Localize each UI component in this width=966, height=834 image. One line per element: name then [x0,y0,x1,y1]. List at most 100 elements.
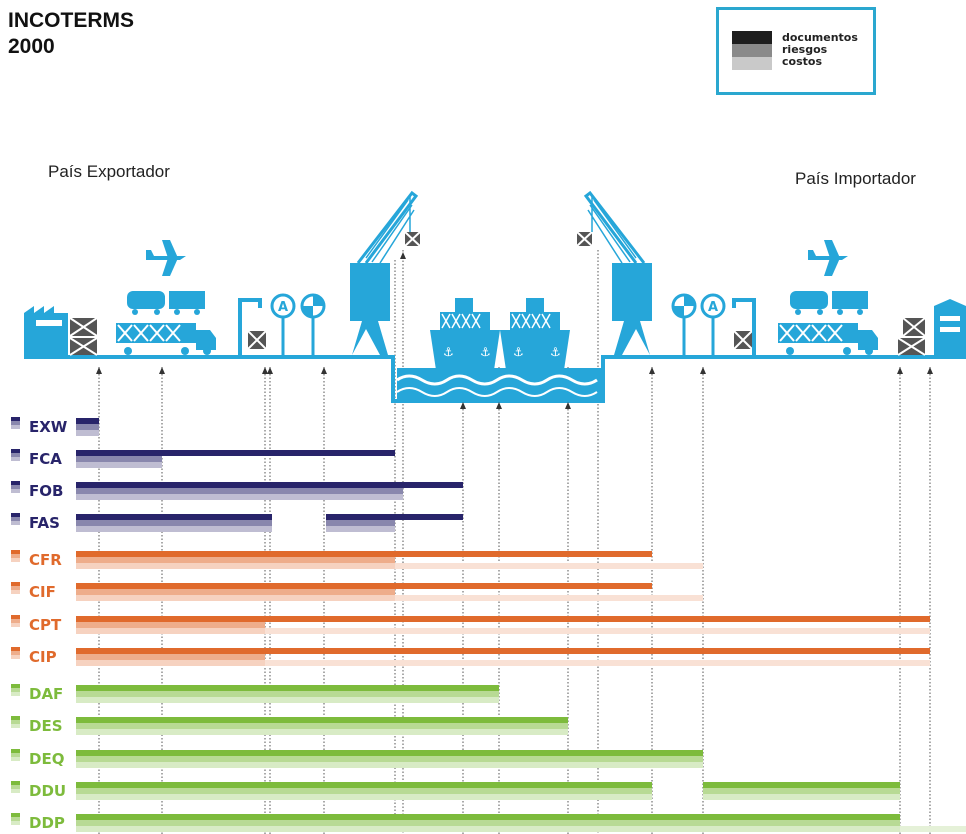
transfer-arrow [927,367,933,374]
exporter-country-label: País Exportador [48,162,170,181]
costs-bar [76,430,99,436]
term-marker-risks [11,554,20,558]
risks-bar [76,424,99,430]
costs-bar [395,563,703,569]
term-row-fca: FCA [11,449,395,468]
term-label: FOB [29,482,63,500]
documents-bar [76,685,499,691]
crane-exporter-icon [350,190,419,355]
transfer-arrow [96,367,102,374]
costs-bar [76,462,162,468]
risks-bar [76,622,265,628]
crane-importer-icon [583,190,652,355]
warehouse-right-icon [934,299,966,355]
cargo-crate [404,231,421,247]
costs-bar [76,826,900,832]
term-row-cip: CIP [11,647,930,666]
documents-bar [76,551,652,557]
term-label: DDU [29,782,66,800]
costs-bar [900,826,966,832]
svg-text:⚓: ⚓ [513,345,524,359]
costs-bar [76,563,395,569]
costs-bar [326,526,395,532]
term-marker-costs [11,724,20,728]
risks-bar [76,756,703,762]
term-label: FCA [29,450,62,468]
risks-bar [76,456,162,462]
svg-text:⚓: ⚓ [550,345,561,359]
risks-bar [326,520,395,526]
risks-bar [76,520,272,526]
term-marker-costs [11,489,20,493]
term-marker-documents [11,647,20,651]
term-marker-documents [11,582,20,586]
airplane-importer-icon [808,240,848,276]
term-row-cfr: CFR [11,550,703,569]
costs-bar [76,494,403,500]
costs-bar [76,697,499,703]
term-label: DDP [29,814,65,832]
costs-bar [76,595,395,601]
costs-bar [76,628,265,634]
cargo-crates [69,231,926,356]
cargo-crate [247,330,267,350]
term-marker-documents [11,513,20,517]
term-marker-costs [11,590,20,594]
cargo-crate [897,337,926,356]
costs-bar [76,794,652,800]
term-marker-costs [11,623,20,627]
term-marker-costs [11,692,20,696]
svg-text:A: A [708,300,718,315]
svg-text:⚓: ⚓ [443,345,454,359]
legend-swatch-riesgos [732,44,772,57]
term-row-des: DES [11,716,568,735]
term-marker-documents [11,550,20,554]
risks-bar [76,691,499,697]
term-marker-documents [11,716,20,720]
costs-bar [76,762,703,768]
train-importer-icon [790,291,868,315]
documents-bar [76,418,99,424]
term-marker-risks [11,619,20,623]
dock-hook-exporter-icon [238,298,262,355]
term-marker-costs [11,558,20,562]
term-marker-risks [11,517,20,521]
term-marker-documents [11,481,20,485]
term-label: DES [29,717,63,735]
term-marker-costs [11,457,20,461]
risks-bar [76,788,652,794]
term-row-cpt: CPT [11,615,930,634]
documents-bar [76,616,930,622]
legend-swatch-documentos [732,31,772,44]
term-row-ddu: DDU [11,781,900,800]
legend-label-riesgos: riesgos [782,43,828,56]
documents-bar [76,514,272,520]
cargo-crate [902,317,926,337]
risks-bar [76,488,403,494]
cargo-crate [733,330,753,350]
documents-bar [76,482,463,488]
truck-importer-icon [778,323,878,355]
term-marker-costs [11,757,20,761]
term-marker-documents [11,615,20,619]
documents-bar [703,782,900,788]
costs-bar [265,660,930,666]
term-row-deq: DEQ [11,749,703,768]
truck-exporter-icon [116,323,216,355]
term-marker-costs [11,655,20,659]
term-marker-documents [11,684,20,688]
airplane-exporter-icon [146,240,186,276]
risks-bar [76,723,568,729]
risks-bar [76,557,395,563]
term-label: CIP [29,648,57,666]
importer-country-label: País Importador [795,169,916,188]
transfer-arrow [897,367,903,374]
customs-sign-importer-icon: A [671,293,726,355]
term-marker-risks [11,421,20,425]
term-marker-documents [11,781,20,785]
term-marker-risks [11,651,20,655]
term-label: CIF [29,583,56,601]
term-row-exw: EXW [11,417,99,436]
term-row-daf: DAF [11,684,499,703]
term-marker-risks [11,485,20,489]
